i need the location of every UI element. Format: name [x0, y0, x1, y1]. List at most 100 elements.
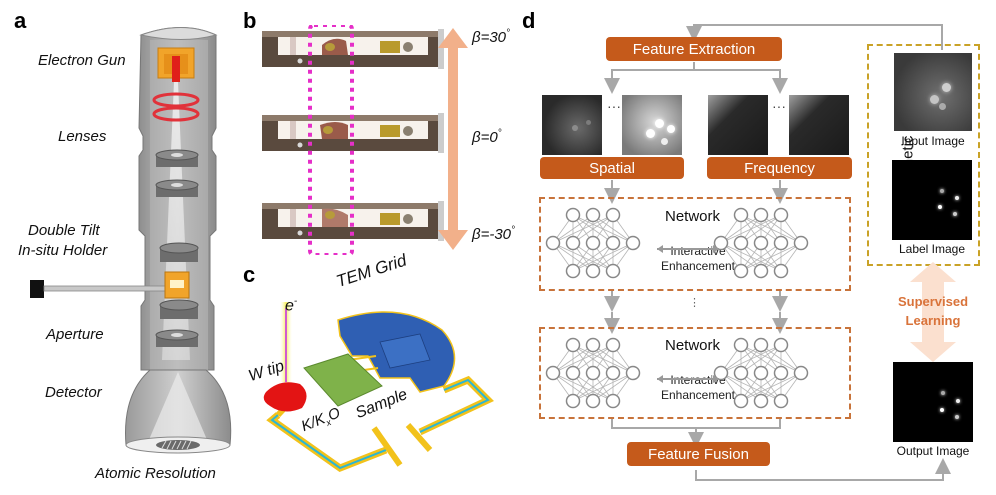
- feature-fusion-box: Feature Fusion: [627, 442, 770, 466]
- degree-symbol: °: [506, 28, 511, 39]
- nn-node: [605, 235, 621, 251]
- nn-node: [753, 365, 769, 381]
- label-detector: Detector: [45, 384, 102, 401]
- tem-column-illustration: [30, 27, 232, 454]
- nn-edge: [740, 214, 782, 244]
- arrowhead-icon: [657, 375, 663, 383]
- nn-node: [585, 337, 601, 353]
- in-situ-holder-icon: [30, 271, 190, 299]
- arrowhead-icon: [713, 375, 719, 383]
- nn-node: [585, 263, 601, 279]
- connector-to-frequency: [694, 69, 788, 94]
- panel-c-letter: c: [243, 262, 256, 287]
- nn-edge: [552, 344, 614, 374]
- nn-node: [793, 365, 809, 381]
- panel-a-letter: a: [14, 8, 27, 33]
- nn-node: [733, 207, 749, 223]
- nn-node: [625, 235, 641, 251]
- subtitle-line: Enhancement: [660, 388, 736, 402]
- nn-edge: [572, 372, 634, 402]
- vertical-ellipsis: ⋮: [689, 297, 700, 309]
- nn-edge: [760, 242, 802, 272]
- nn-node: [773, 393, 789, 409]
- nn-node: [605, 365, 621, 381]
- supervised-line: Supervised: [897, 294, 969, 309]
- electron-charge: -: [293, 296, 298, 307]
- nn-node: [565, 337, 581, 353]
- network-title-2: Network: [665, 337, 721, 354]
- tilt-label-minus30: β=-30°: [472, 225, 515, 243]
- neural-network-icon: [545, 337, 641, 409]
- connector-to-spatial: [604, 62, 695, 94]
- synthetic-data-box: [867, 44, 980, 266]
- spatial-ellipsis: ···: [607, 98, 621, 114]
- nn-node: [565, 365, 581, 381]
- nn-node: [753, 337, 769, 353]
- nn-edge: [592, 372, 634, 402]
- panel-b-letter: b: [243, 8, 257, 33]
- nn-node: [565, 393, 581, 409]
- nn-edge: [572, 214, 614, 244]
- label-aperture: Aperture: [46, 326, 104, 343]
- network-block-1: [539, 197, 851, 291]
- nn-node: [545, 235, 561, 251]
- neural-network-icon: [545, 207, 641, 279]
- nn-node: [585, 365, 601, 381]
- frequency-feature-image-2: [789, 95, 849, 155]
- degree-symbol: °: [497, 128, 502, 139]
- nn-node: [753, 263, 769, 279]
- nn-edge: [572, 344, 614, 374]
- nn-node: [733, 393, 749, 409]
- flow-connectors: [604, 24, 951, 481]
- label-electron-gun: Electron Gun: [38, 52, 126, 69]
- input-image-caption: Input Image: [901, 134, 965, 148]
- nn-node: [733, 263, 749, 279]
- nn-node: [773, 337, 789, 353]
- tilt-value: β=30: [472, 29, 507, 46]
- tilt-value: β=-30: [472, 226, 512, 243]
- nn-node: [793, 235, 809, 251]
- nn-node: [753, 207, 769, 223]
- label-holder-line2: In-situ Holder: [18, 242, 108, 259]
- nn-node: [605, 393, 621, 409]
- nn-edge: [572, 372, 614, 402]
- tem-grid-illustration: [263, 302, 494, 472]
- nn-node: [733, 365, 749, 381]
- holder-tilt-series: [262, 25, 444, 255]
- nn-edge: [572, 242, 634, 272]
- detector-dome-icon: [125, 369, 232, 454]
- nn-node: [713, 365, 729, 381]
- sample-plate: [303, 353, 383, 407]
- nn-node: [585, 235, 601, 251]
- subtitle-line: Enhancement: [660, 259, 736, 273]
- nn-edge: [740, 372, 802, 402]
- nn-node: [585, 393, 601, 409]
- nn-edge: [740, 242, 802, 272]
- frequency-ellipsis: ···: [772, 98, 786, 114]
- nn-node: [753, 393, 769, 409]
- nn-node: [773, 207, 789, 223]
- nn-edge: [592, 242, 634, 272]
- electron-symbol: e: [285, 297, 294, 315]
- nn-edge: [572, 242, 614, 272]
- lens-stack-icon: [155, 149, 199, 347]
- nn-node: [773, 235, 789, 251]
- nn-node: [545, 365, 561, 381]
- nn-node: [585, 207, 601, 223]
- nn-edge: [552, 214, 594, 244]
- nn-edge: [760, 372, 802, 402]
- condenser-rings-icon: [152, 92, 200, 122]
- nn-node: [605, 263, 621, 279]
- network-title-1: Network: [665, 208, 721, 225]
- nn-node: [625, 365, 641, 381]
- arrowhead-icon: [713, 245, 719, 253]
- network-block-2: [539, 327, 851, 419]
- panel-d-letter: d: [522, 8, 536, 33]
- tilt-label-plus30: β=30°: [472, 28, 510, 46]
- w-tip-blob: [263, 382, 307, 412]
- degree-symbol: °: [511, 225, 516, 236]
- nn-edge: [552, 344, 594, 374]
- spatial-feature-image-1: [542, 95, 602, 155]
